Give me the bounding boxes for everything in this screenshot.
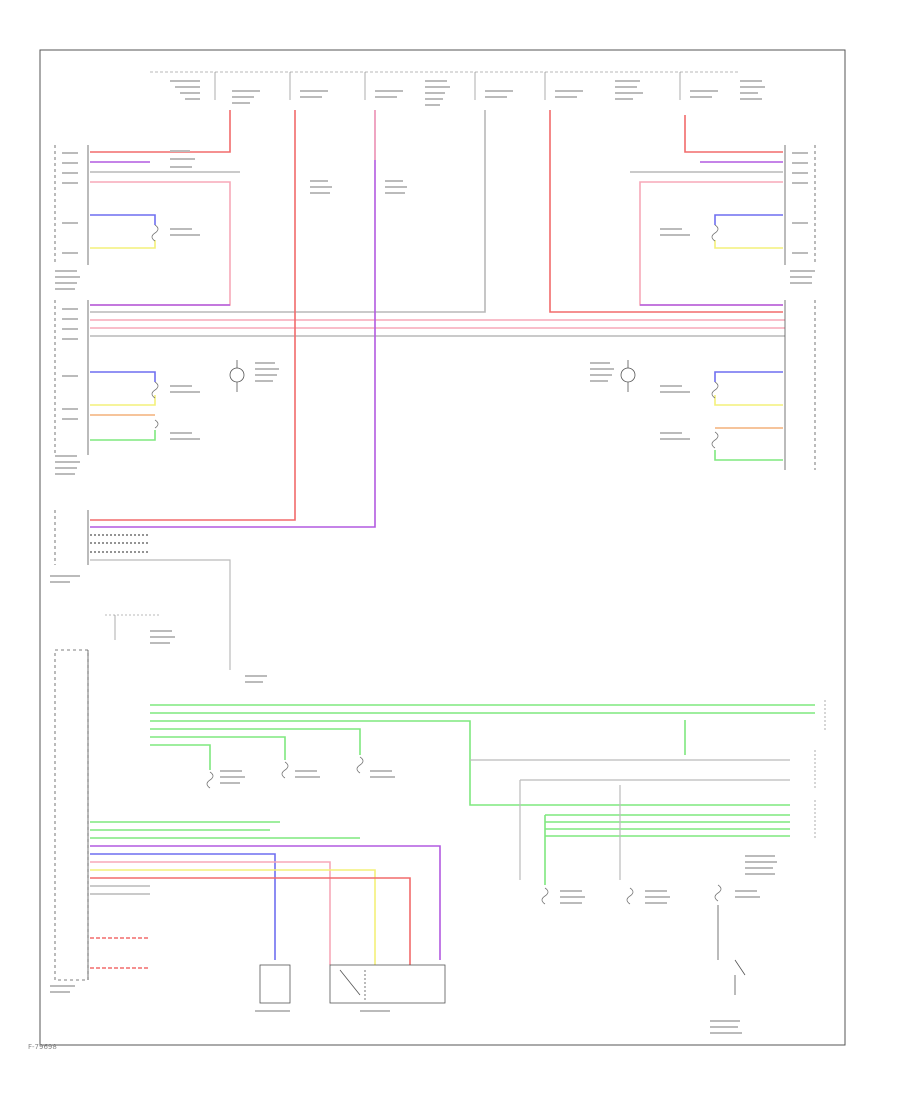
green-bus — [90, 704, 815, 885]
passenger-seat-belt-buckle-switch — [259, 964, 291, 1004]
left-rear-seat-heater-module — [54, 300, 89, 475]
top-text-blocks — [170, 80, 765, 106]
left-rear-ground — [229, 360, 245, 392]
passenger-seat-heater-module — [784, 145, 816, 284]
driver-seat-wires — [90, 110, 240, 306]
right-rear-seat-heater-module — [784, 300, 816, 470]
power-sources-top — [150, 71, 740, 100]
label-stubs — [150, 150, 777, 1034]
ignition-fuse-block — [105, 614, 160, 640]
diagram-frame — [39, 49, 846, 1046]
passenger-switch-wires — [90, 534, 231, 670]
driver-seat-switch — [50, 649, 89, 993]
right-rear-ground — [620, 360, 636, 392]
rear-seat-heater-relays — [329, 964, 446, 1004]
passenger-seat-wires — [630, 115, 783, 306]
figure-id: F-79698 — [28, 1043, 57, 1051]
driver-seat-heater-module — [54, 145, 89, 290]
left-rear-heater-elements — [151, 381, 159, 429]
passenger-seat-switch — [50, 510, 89, 583]
passenger-seat-heater-element — [711, 224, 719, 242]
right-rear-heater-elements — [711, 381, 719, 449]
right-rear-seat-wires — [549, 110, 783, 461]
lower-heater-elements — [206, 756, 722, 905]
vertical-feeds — [90, 110, 376, 528]
left-rear-seat-wires — [90, 110, 785, 441]
door-switch — [717, 905, 746, 995]
right-side-connectors — [814, 700, 826, 840]
driver-seat-heater-element — [151, 224, 159, 242]
grey-wires-right — [470, 759, 790, 880]
driver-switch-lower-wires — [90, 845, 441, 969]
